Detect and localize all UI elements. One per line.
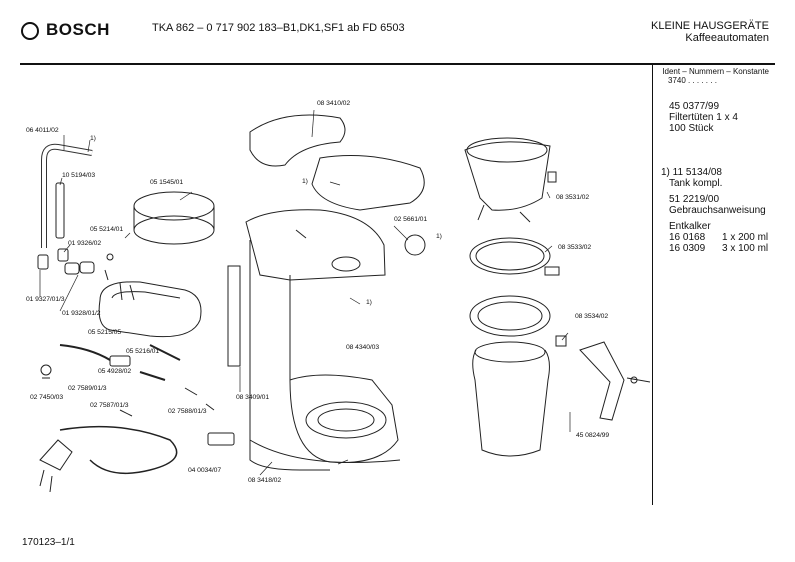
part-label: 1) bbox=[436, 233, 442, 240]
part-label: 45 0824/99 bbox=[576, 432, 610, 439]
part-label: 02 7587/01/3 bbox=[90, 402, 129, 409]
clips-drawing bbox=[119, 265, 241, 446]
descaler-row: 16 0168 1 x 200 ml bbox=[669, 232, 768, 244]
part1-number: 45 0377/99 bbox=[669, 101, 720, 112]
part1-desc1: Filtertüten 1 x 4 bbox=[669, 112, 738, 123]
part-label: 05 5214/01 bbox=[90, 226, 124, 233]
leader-lines bbox=[39, 109, 571, 476]
descaler-qty: 3 x 100 ml bbox=[722, 243, 769, 254]
filter-basket-drawing bbox=[464, 137, 557, 223]
category-line-2: Kaffeeautomaten bbox=[685, 32, 769, 44]
part2-desc: Tank kompl. bbox=[669, 178, 723, 189]
part-label: 08 3531/02 bbox=[556, 194, 590, 201]
part-label: 08 3418/02 bbox=[248, 477, 282, 484]
part-label: 10 5194/03 bbox=[62, 172, 96, 179]
side-panel-divider bbox=[652, 65, 653, 505]
gasket-ring-drawing bbox=[133, 191, 215, 245]
heating-element-drawing bbox=[98, 281, 202, 338]
part-label: 02 7589/01/3 bbox=[68, 385, 107, 392]
descaler-title: Entkalker bbox=[669, 221, 711, 232]
part3-desc: Gebrauchsanweisung bbox=[669, 205, 766, 216]
water-tube-drawing bbox=[37, 143, 114, 281]
descaler-row: 16 0309 3 x 100 ml bbox=[669, 243, 768, 255]
part2-number: 1) 11 5134/08 bbox=[661, 167, 722, 178]
part-label: 05 1545/01 bbox=[150, 179, 184, 186]
descaler-number: 16 0309 bbox=[669, 243, 706, 254]
header-divider bbox=[20, 63, 775, 65]
part-label: 08 3409/01 bbox=[236, 394, 270, 401]
part-label: 01 9327/01/3 bbox=[26, 296, 65, 303]
page-code: 170123–1/1 bbox=[22, 537, 75, 548]
part-label: 1) bbox=[90, 135, 96, 142]
bosch-logo-icon bbox=[21, 22, 39, 40]
part-label: 08 3410/02 bbox=[317, 100, 351, 107]
descaler-qty: 1 x 200 ml bbox=[722, 232, 769, 243]
ident-header: Ident – Nummern – Konstante bbox=[662, 67, 769, 76]
part-label: 02 7450/03 bbox=[30, 394, 64, 401]
part-label: 05 5216/01 bbox=[126, 348, 160, 355]
ident-number: 3740 . . . . . . . bbox=[668, 76, 717, 85]
part-label: 06 4011/02 bbox=[26, 127, 59, 134]
part-label: 1) bbox=[302, 178, 308, 185]
lid-drawing bbox=[469, 237, 560, 276]
part-label: 08 4340/03 bbox=[346, 344, 380, 351]
part-label: 05 5215/05 bbox=[88, 329, 122, 336]
part-label: 1) bbox=[366, 299, 372, 306]
descaler-number: 16 0168 bbox=[669, 232, 706, 243]
part-label: 05 4928/02 bbox=[98, 368, 132, 375]
part-label: 08 3533/02 bbox=[558, 244, 592, 251]
brand-name: BOSCH bbox=[46, 20, 110, 39]
part1-desc2: 100 Stück bbox=[669, 123, 714, 134]
part-label: 01 9326/02 bbox=[68, 240, 102, 247]
part-label: 02 5661/01 bbox=[394, 216, 428, 223]
category-line-1: KLEINE HAUSGERÄTE bbox=[651, 20, 769, 32]
part-label: 01 9328/01/2 bbox=[62, 310, 101, 317]
model-line: TKA 862 – 0 717 902 183–B1,DK1,SF1 ab FD… bbox=[152, 22, 405, 34]
part3-number: 51 2219/00 bbox=[669, 194, 720, 205]
part-label: 04 0034/07 bbox=[188, 467, 222, 474]
carafe-drawing bbox=[469, 295, 651, 457]
cable-drawing bbox=[39, 344, 198, 493]
part-label: 08 3534/02 bbox=[575, 313, 609, 320]
housing-drawing bbox=[245, 114, 426, 471]
part-label: 02 7588/01/3 bbox=[168, 408, 207, 415]
